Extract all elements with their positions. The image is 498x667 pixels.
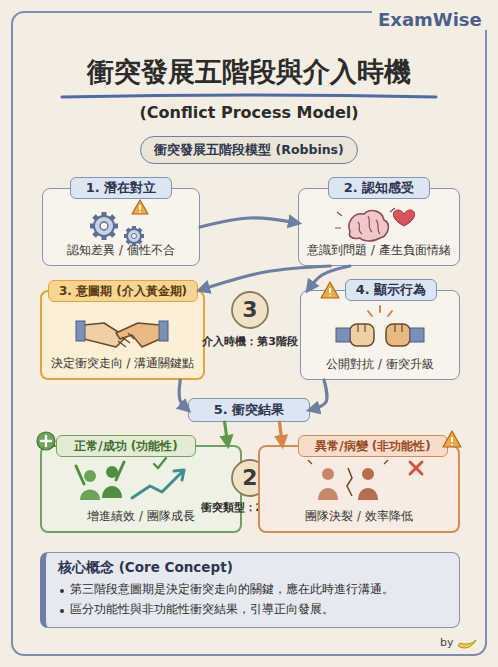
stage-box: 1. 潛在對立認知差異 / 個性不合 (42, 188, 200, 266)
bullet-dot (60, 609, 64, 613)
stage-box: 3. 意圖期 (介入黃金期)決定衝突走向 / 溝通關鍵點 (40, 290, 205, 380)
subtitle: (Conflict Process Model) (0, 103, 498, 122)
stage-heading: 1. 潛在對立 (70, 177, 172, 199)
stage-box: 正常/成功 (功能性)增進績效 / 團隊成長 (40, 445, 242, 533)
flow-arrow (310, 380, 327, 410)
flow-arrow (200, 266, 330, 290)
flow-arrow (280, 422, 283, 445)
outcome-heading: 正常/成功 (功能性) (56, 435, 196, 457)
concept-point: 第三階段意圖期是決定衝突走向的關鍵，應在此時進行溝通。 (70, 582, 455, 597)
flow-arrow (225, 422, 228, 445)
stage-description: 公開對抗 / 衝突升級 (301, 357, 459, 372)
bullet-dot (60, 589, 64, 593)
callout-circle: 3介入時機：第3階段 (230, 290, 270, 330)
stage-description: 認知差異 / 個性不合 (43, 243, 199, 258)
stage-heading: 3. 意圖期 (介入黃金期) (48, 280, 198, 302)
stage-heading: 4. 顯示行為 (345, 279, 437, 301)
model-band: 衝突發展五階段模型 (Robbins) (141, 137, 357, 162)
stage-box: 2. 認知感受意識到問題 / 產生負面情緒 (298, 188, 460, 266)
signature: by (440, 636, 454, 649)
page-title: 衝突發展五階段與介入時機 (0, 54, 498, 90)
brand-label: ExamWise (372, 9, 488, 30)
outcome-description: 團隊決裂 / 效率降低 (260, 509, 458, 524)
stage-box: 衝突發展五階段模型 (Robbins) (140, 136, 358, 164)
flow-arrow (179, 380, 188, 410)
callout-caption: 介入時機：第3階段 (180, 334, 320, 349)
stage-description: 決定衝突走向 / 溝通關鍵點 (42, 356, 203, 371)
concept-point: 區分功能性與非功能性衝突結果，引導正向發展。 (70, 602, 455, 617)
outcome-heading: 異常/病變 (非功能性) (298, 435, 448, 457)
stage-box: 核心概念 (Core Concept) 第三階段意圖期是決定衝突走向的關鍵，應在此… (40, 552, 460, 628)
title-underline (62, 95, 436, 97)
callout-number: 3 (230, 290, 270, 330)
stage-description: 意識到問題 / 產生負面情緒 (299, 243, 459, 258)
concept-heading: 核心概念 (Core Concept) (58, 559, 233, 577)
flow-arrow (308, 266, 350, 290)
banana-icon (458, 640, 476, 648)
stage-box: 異常/病變 (非功能性)團隊決裂 / 效率降低 (258, 445, 460, 533)
stage-box: 5. 衝突結果 (188, 398, 310, 422)
stage-box: 4. 顯示行為公開對抗 / 衝突升級 (300, 290, 460, 380)
stage-heading: 2. 認知感受 (328, 177, 430, 199)
stage-heading: 5. 衝突結果 (189, 399, 309, 420)
flow-arrow (200, 218, 298, 227)
